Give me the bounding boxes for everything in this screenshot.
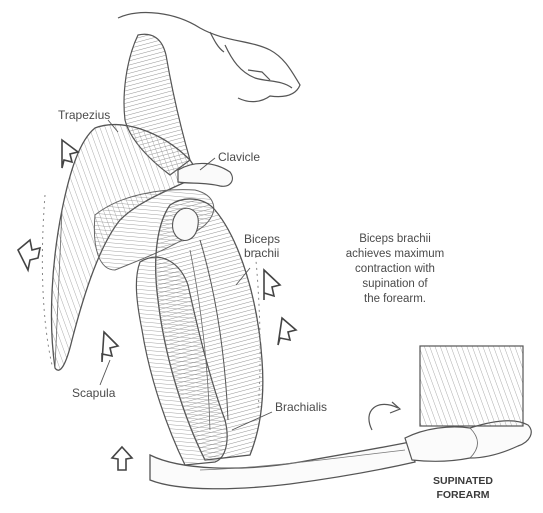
biceps-label-line1: Biceps [244, 232, 280, 246]
caption-line1: SUPINATED [418, 474, 508, 488]
biceps-note-line3: contraction with [325, 262, 465, 277]
biceps-note-line5: the forearm. [325, 292, 465, 307]
held-object [420, 346, 523, 426]
biceps-note-line4: supination of [325, 277, 465, 292]
arrow-icon [278, 318, 296, 345]
arrow-icon [264, 270, 280, 300]
clavicle-bone [178, 163, 232, 186]
caption-line2: FOREARM [418, 488, 508, 502]
motion-arrow [369, 402, 400, 430]
brachialis-label: Brachialis [275, 400, 327, 414]
biceps-note: Biceps brachii achieves maximum contract… [325, 232, 465, 307]
biceps-note-line2: achieves maximum [325, 247, 465, 262]
biceps-label-line2: brachii [244, 246, 279, 260]
hand [405, 421, 531, 462]
scapula-label: Scapula [72, 386, 115, 400]
trapezius-label: Trapezius [58, 108, 110, 122]
biceps-note-line1: Biceps brachii [325, 232, 465, 247]
clavicle-label: Clavicle [218, 150, 260, 164]
arrow-icon [102, 332, 118, 362]
arrow-icon [112, 447, 132, 470]
arrow-icon [18, 240, 40, 270]
supinated-forearm-caption: SUPINATED FOREARM [418, 474, 508, 502]
